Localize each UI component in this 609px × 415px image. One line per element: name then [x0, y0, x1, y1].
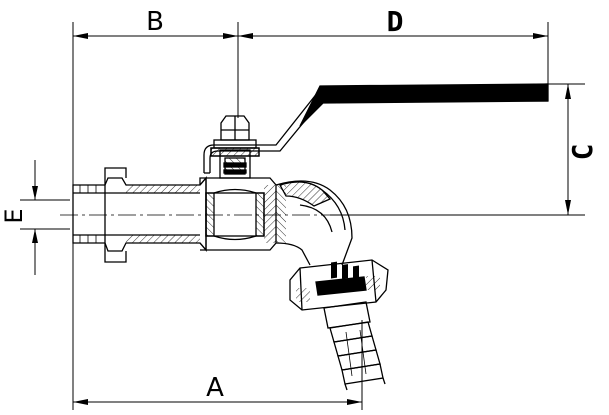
arrow-a-right: [347, 399, 362, 405]
dimension-arrows: [32, 33, 571, 405]
hose-tail: [323, 261, 386, 391]
dim-label-e: E: [0, 208, 28, 223]
dim-label-a: A: [206, 373, 224, 403]
handle-grip: [299, 83, 549, 127]
arrow-d-right: [533, 33, 548, 39]
ball-chamber: [199, 176, 277, 252]
arrow-b-left: [73, 33, 88, 39]
arrow-c-bottom: [565, 200, 571, 215]
dim-label-d: D: [387, 5, 404, 38]
hose-coupling: [289, 259, 389, 311]
handle-nut: [213, 115, 257, 149]
arrow-e-top: [32, 186, 38, 200]
dim-label-b: B: [146, 7, 164, 37]
dimension-lines: [20, 22, 585, 410]
spout-elbow: [275, 180, 353, 266]
arrow-e-bottom: [32, 229, 38, 243]
arrow-a-left: [73, 399, 88, 405]
handle-lever: [203, 83, 549, 174]
arrow-d-left: [238, 33, 253, 39]
arrow-b-right: [223, 33, 238, 39]
valve-assembly: [72, 83, 549, 391]
dim-label-c: C: [566, 144, 599, 161]
valve-stem: [210, 147, 260, 179]
arrow-c-top: [565, 84, 571, 99]
